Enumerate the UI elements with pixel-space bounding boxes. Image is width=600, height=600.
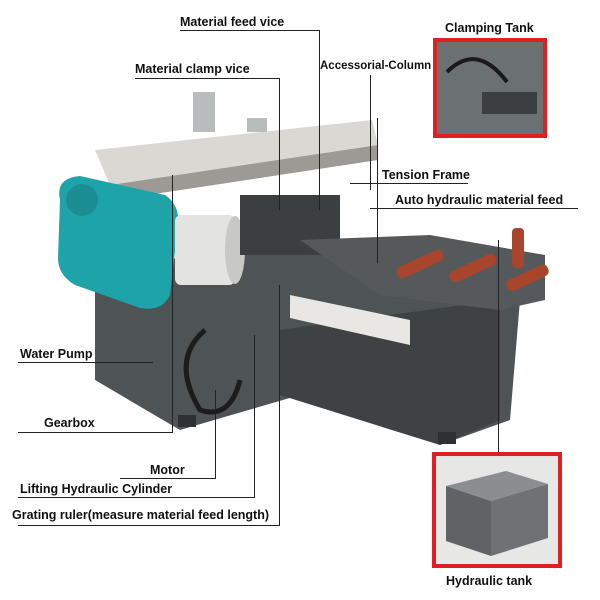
label-lifting-hydraulic-cylinder: Lifting Hydraulic Cylinder: [20, 482, 173, 496]
label-motor: Motor: [150, 463, 185, 477]
leader-auto-hydraulic-feed-v: [377, 118, 378, 263]
label-tension-frame: Tension Frame: [382, 168, 470, 182]
leader-motor-h: [120, 478, 216, 479]
label-auto-hydraulic-material-feed: Auto hydraulic material feed: [395, 193, 564, 207]
label-material-clamp-vice: Material clamp vice: [135, 62, 250, 76]
leader-grating-ruler-v: [279, 285, 280, 526]
leader-material-feed-vice-v: [319, 30, 320, 210]
leader-lifting-cylinder-v: [254, 335, 255, 498]
label-material-feed-vice: Material feed vice: [180, 15, 285, 29]
leader-motor-v: [215, 390, 216, 479]
clamping-tank-bg: [437, 42, 543, 134]
machine-foot-right: [438, 432, 456, 444]
machine-base-front: [280, 300, 500, 445]
hydraulic-tank-box-top: [446, 471, 548, 501]
column-pipe-left: [193, 92, 215, 132]
feed-roller-3: [506, 264, 549, 292]
hydraulic-tank-box-side: [491, 484, 548, 556]
hydraulic-hose: [183, 328, 243, 415]
leader-grating-ruler-h: [18, 525, 280, 526]
clamping-tank-illustration: [437, 42, 543, 134]
label-clamping-tank: Clamping Tank: [445, 21, 534, 35]
leader-material-clamp-vice-v: [279, 78, 280, 210]
leader-lifting-cylinder-h: [18, 497, 255, 498]
leader-material-feed-vice-h: [180, 30, 320, 31]
label-water-pump: Water Pump: [20, 347, 93, 361]
feed-roller-post: [512, 228, 524, 268]
feed-table: [300, 235, 545, 310]
leader-material-clamp-vice-h: [135, 78, 280, 79]
column-pipe-right: [247, 118, 267, 132]
leader-water-pump-h: [18, 362, 153, 363]
hydraulic-tank-inset: [432, 452, 562, 568]
machine-foot-left: [178, 415, 196, 427]
leader-accessorial-column-v: [370, 75, 371, 190]
leader-gearbox-h: [18, 432, 173, 433]
saw-frame-arm-side: [110, 145, 378, 200]
clamping-tank-hose: [445, 57, 509, 84]
feed-roller-2: [449, 253, 497, 283]
front-sign-plate: [290, 295, 410, 345]
motor-housing-cap: [66, 184, 98, 216]
label-accessorial-column: Accessorial-Column: [320, 60, 432, 72]
label-hydraulic-tank: Hydraulic tank: [446, 574, 533, 588]
leader-gearbox-v: [172, 175, 173, 433]
leader-hydraulic-tank-v: [498, 240, 499, 452]
saw-frame-arm: [95, 120, 378, 185]
clamping-tank-cylinder: [482, 92, 537, 114]
leader-tension-frame-h: [350, 183, 468, 184]
hydraulic-tank-illustration: [436, 456, 558, 564]
label-grating-ruler: Grating ruler(measure material feed leng…: [12, 508, 270, 522]
leader-auto-hydraulic-feed-h: [370, 208, 578, 209]
hydraulic-tank-box-front: [446, 486, 491, 556]
label-gearbox: Gearbox: [44, 416, 95, 430]
clamping-tank-inset: [433, 38, 547, 138]
motor-body: [175, 215, 235, 285]
feed-roller-1: [396, 249, 444, 279]
